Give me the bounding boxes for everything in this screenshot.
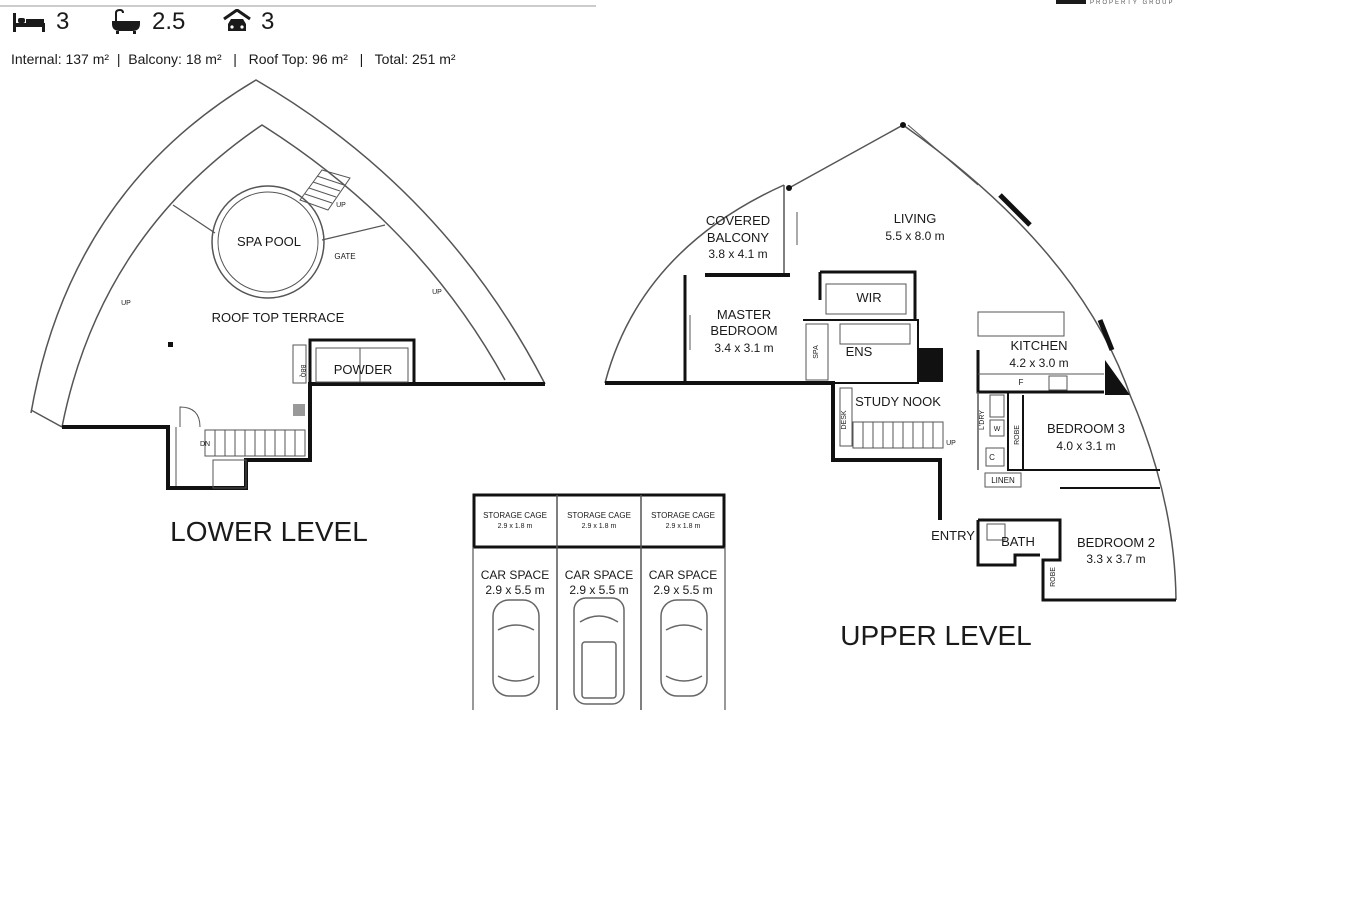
desk-label: DESK [841, 410, 848, 429]
kitchen-size: 4.2 x 3.0 m [1009, 356, 1068, 370]
storage-cage-2-size: 2.9 x 1.8 m [582, 523, 617, 530]
gate-label: GATE [334, 252, 355, 261]
storage-cage-3-label: STORAGE CAGE [651, 511, 715, 520]
ensuite-label: ENS [846, 344, 873, 359]
car-space-3-size: 2.9 x 5.5 m [653, 583, 712, 597]
car-space-1-label: CAR SPACE [481, 568, 549, 582]
bedroom-3-label: BEDROOM 3 [1047, 421, 1125, 436]
wir-label: WIR [856, 290, 881, 305]
car-icon [223, 9, 251, 31]
lower-level-plan: SPA POOL GATE UP UP UP ROOF TOP TERRACE … [30, 79, 546, 547]
spa-label: SPA [813, 345, 820, 359]
cupboard-label: C [989, 453, 995, 462]
powder-label: POWDER [334, 362, 393, 377]
stairs-up-label: UP [336, 202, 346, 209]
car-space-3-label: CAR SPACE [649, 568, 717, 582]
storage-cage-1-label: STORAGE CAGE [483, 511, 547, 520]
bedroom-2-label: BEDROOM 2 [1077, 535, 1155, 550]
car-space-2-label: CAR SPACE [565, 568, 633, 582]
entry-label: ENTRY [931, 528, 975, 543]
covered-balcony-label-2: BALCONY [707, 230, 769, 245]
roof-top-terrace-label: ROOF TOP TERRACE [212, 310, 345, 325]
bedrooms-stat: 3 [12, 8, 69, 36]
car-1-icon [492, 599, 540, 697]
spa-pool-label: SPA POOL [237, 234, 301, 249]
brand-logo: PROPERTY GROUP [1056, 0, 1174, 6]
storage-cage-2-label: STORAGE CAGE [567, 511, 631, 520]
linen-label: LINEN [991, 476, 1015, 485]
study-up-label: UP [946, 440, 956, 447]
car-spaces-count: 3 [261, 8, 275, 35]
master-bedroom-size: 3.4 x 3.1 m [714, 341, 773, 355]
covered-balcony-size: 3.8 x 4.1 m [708, 247, 767, 261]
upper-level-plan: COVERED BALCONY 3.8 x 4.1 m LIVING 5.5 x… [604, 122, 1177, 651]
bathtub-icon [112, 9, 140, 34]
car-spaces-stat: 3 [223, 8, 274, 36]
car-2-icon [573, 597, 625, 705]
robe-bedroom-3-label: ROBE [1014, 425, 1021, 445]
master-bedroom-label: MASTER [717, 307, 771, 322]
brand-text: PROPERTY GROUP [1090, 0, 1175, 6]
up-right-label: UP [432, 289, 442, 296]
bedroom-2-size: 3.3 x 3.7 m [1086, 552, 1145, 566]
robe-bedroom-2-label: ROBE [1050, 567, 1057, 587]
car-space-2-size: 2.9 x 5.5 m [569, 583, 628, 597]
parking-plan: STORAGE CAGE 2.9 x 1.8 m STORAGE CAGE 2.… [472, 493, 726, 710]
bath-label: BATH [1001, 534, 1035, 549]
lower-level-title: LOWER LEVEL [170, 516, 368, 547]
stairs-down-label: DN [200, 441, 210, 448]
bedrooms-count: 3 [56, 8, 70, 35]
car-space-1-size: 2.9 x 5.5 m [485, 583, 544, 597]
study-nook-label: STUDY NOOK [855, 394, 941, 409]
fridge-label: F [1019, 378, 1024, 387]
up-left-label: UP [121, 300, 131, 307]
living-size: 5.5 x 8.0 m [885, 229, 944, 243]
storage-cage-1-size: 2.9 x 1.8 m [498, 523, 533, 530]
bathrooms-stat: 2.5 [110, 8, 185, 36]
laundry-label: L'DRY [979, 410, 986, 430]
storage-cage-3-size: 2.9 x 1.8 m [666, 523, 701, 530]
bedroom-3-size: 4.0 x 3.1 m [1056, 439, 1115, 453]
master-bedroom-label-2: BEDROOM [710, 323, 777, 338]
bed-icon [13, 13, 45, 32]
bathrooms-count: 2.5 [152, 8, 186, 35]
upper-level-title: UPPER LEVEL [840, 620, 1031, 651]
car-3-icon [660, 599, 708, 697]
kitchen-label: KITCHEN [1010, 338, 1067, 353]
washer-label: W [994, 426, 1001, 433]
area-summary: Internal: 137 m² | Balcony: 18 m² | Roof… [11, 51, 456, 67]
covered-balcony-label: COVERED [706, 213, 770, 228]
living-label: LIVING [894, 211, 937, 226]
bbq-label: BBQ [299, 365, 305, 378]
